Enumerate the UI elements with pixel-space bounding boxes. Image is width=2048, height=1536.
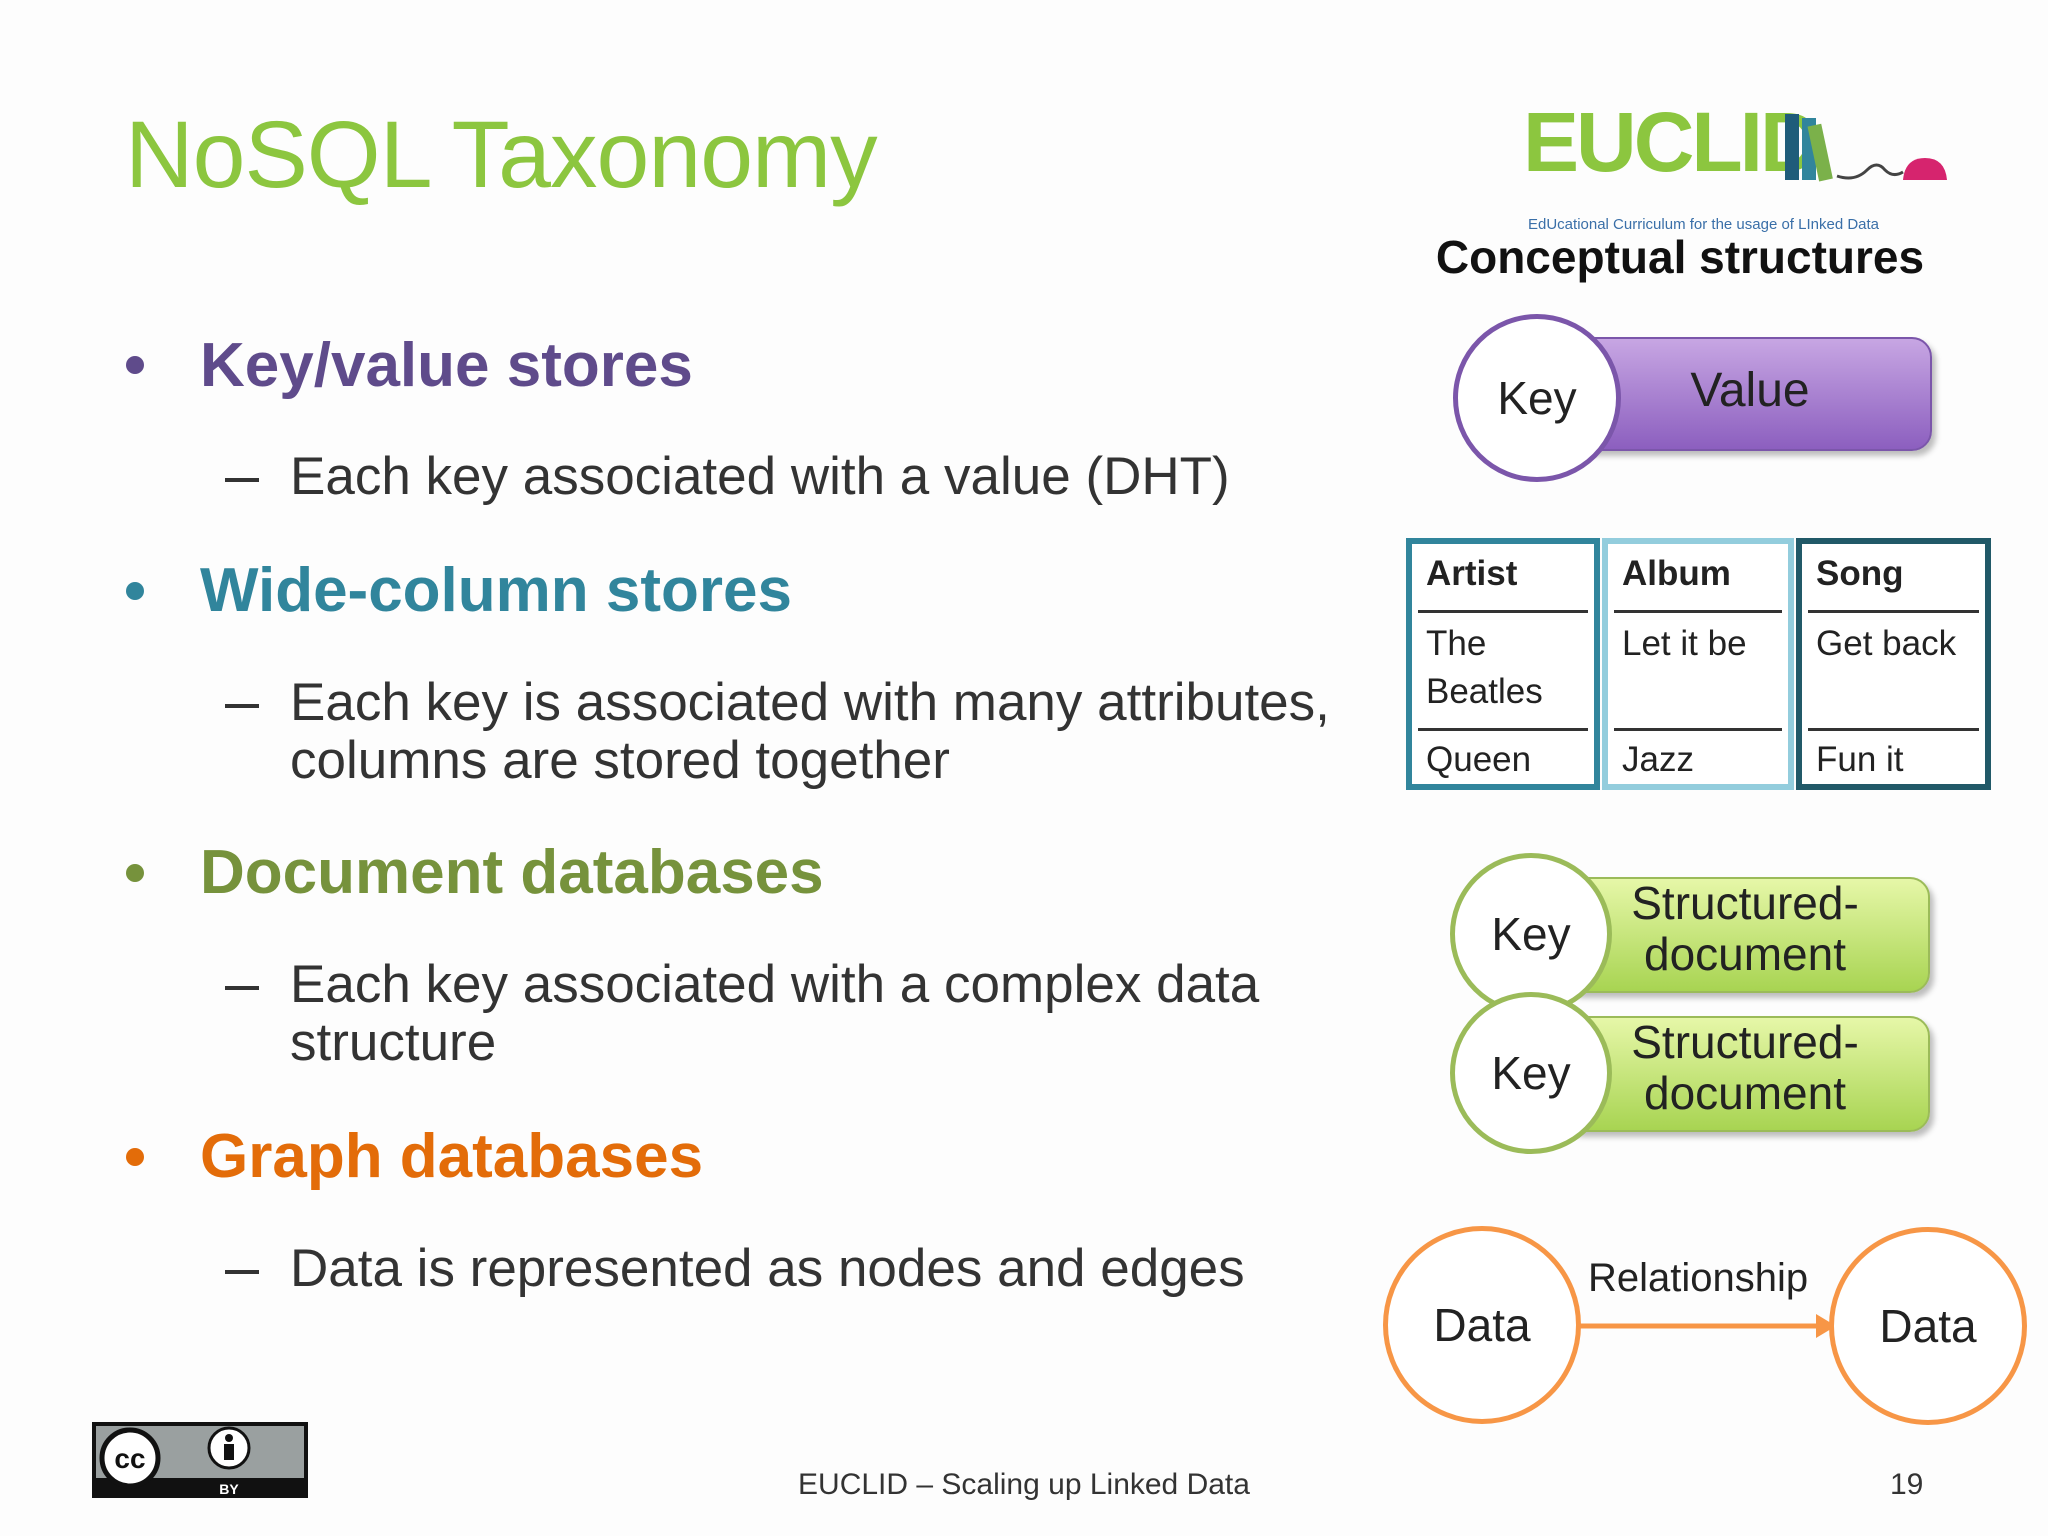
dash-marker — [225, 1270, 259, 1274]
bullet-dot — [126, 1148, 144, 1166]
table-cell: Let it be — [1622, 624, 1747, 663]
bullet-dot — [126, 582, 144, 600]
bullet-sub-graph: Data is represented as nodes and edges — [290, 1239, 1245, 1298]
dash-marker — [225, 986, 259, 990]
wide-column-table: Artist The Beatles Queen Album Let it be… — [1406, 538, 1991, 790]
document-label-line1: Structured- — [1631, 1016, 1859, 1068]
document-label-line2: document — [1643, 927, 1846, 980]
bullet-sub-document-1: Each key associated with a complex data — [290, 955, 1260, 1014]
table-header: Album — [1622, 554, 1731, 593]
bullet-sub-key-value: Each key associated with a value (DHT) — [290, 447, 1230, 506]
row-divider — [1808, 610, 1979, 613]
key-circle: Key — [1453, 314, 1621, 482]
table-column-artist: Artist The Beatles Queen — [1406, 538, 1600, 790]
table-cell: The — [1426, 624, 1487, 663]
graph-node: Data — [1829, 1227, 2027, 1425]
bullet-heading-key-value: Key/value stores — [200, 331, 693, 400]
books-mouse-icon — [1785, 114, 1947, 182]
key-label: Key — [1497, 372, 1577, 424]
table-cell: Queen — [1426, 740, 1532, 779]
document-bar — [1560, 1016, 1930, 1132]
node-label: Data — [1879, 1300, 1977, 1352]
document-label: Structured- document — [1590, 878, 1900, 979]
key-circle: Key — [1450, 992, 1612, 1154]
row-divider — [1614, 728, 1782, 731]
logo-wordmark: EUCLID — [1523, 95, 1821, 189]
value-bar — [1560, 337, 1932, 451]
table-cell: Get back — [1816, 624, 1957, 663]
bullet-dot — [126, 356, 144, 374]
table-cell: Fun it — [1816, 740, 1904, 779]
page-number: 19 — [1890, 1468, 1924, 1501]
table-cell: Beatles — [1426, 672, 1543, 711]
bullet-sub-wide-column-1: Each key is associated with many attribu… — [290, 673, 1330, 732]
relationship-arrow — [1576, 1314, 1836, 1338]
svg-text:BY: BY — [219, 1481, 239, 1497]
graph-node: Data — [1383, 1226, 1581, 1424]
bullet-heading-graph: Graph databases — [200, 1122, 704, 1191]
footer-text: EUCLID – Scaling up Linked Data — [798, 1468, 1250, 1501]
table-column-album: Album Let it be Jazz — [1602, 538, 1794, 790]
document-label-line2: document — [1643, 1066, 1846, 1119]
relationship-label: Relationship — [1588, 1256, 1809, 1300]
dash-marker — [225, 478, 259, 482]
conceptual-structures-heading: Conceptual structures — [1435, 231, 1925, 283]
table-column-song: Song Get back Fun it — [1796, 538, 1991, 790]
table-header: Song — [1816, 554, 1904, 593]
document-label-line1: Structured- — [1631, 877, 1859, 929]
document-label: Structured- document — [1590, 1017, 1900, 1118]
bullet-dot — [126, 864, 144, 882]
bullet-sub-wide-column-2: columns are stored together — [290, 731, 950, 790]
euclid-logo: EUCLID EdUcational Curriculum for the us… — [1520, 100, 1950, 240]
key-label: Key — [1491, 1047, 1571, 1099]
key-label: Key — [1491, 908, 1571, 960]
row-divider — [1614, 610, 1782, 613]
logo-tagline: EdUcational Curriculum for the usage of … — [1528, 216, 1880, 233]
bullet-sub-document-2: structure — [290, 1013, 497, 1072]
row-divider — [1418, 610, 1588, 613]
row-divider — [1808, 728, 1979, 731]
bullet-heading-wide-column: Wide-column stores — [200, 556, 792, 625]
table-header: Artist — [1426, 554, 1518, 593]
row-divider — [1418, 728, 1588, 731]
value-label: Value — [1690, 364, 1810, 417]
cc-by-icon: cc BY — [92, 1422, 308, 1498]
dash-marker — [225, 704, 259, 708]
node-label: Data — [1433, 1299, 1531, 1351]
table-cell: Jazz — [1622, 740, 1694, 779]
document-bar — [1560, 877, 1930, 993]
bullet-heading-document: Document databases — [200, 838, 824, 907]
svg-text:cc: cc — [114, 1443, 145, 1474]
slide-title: NoSQL Taxonomy — [125, 102, 878, 208]
key-circle: Key — [1450, 853, 1612, 1015]
